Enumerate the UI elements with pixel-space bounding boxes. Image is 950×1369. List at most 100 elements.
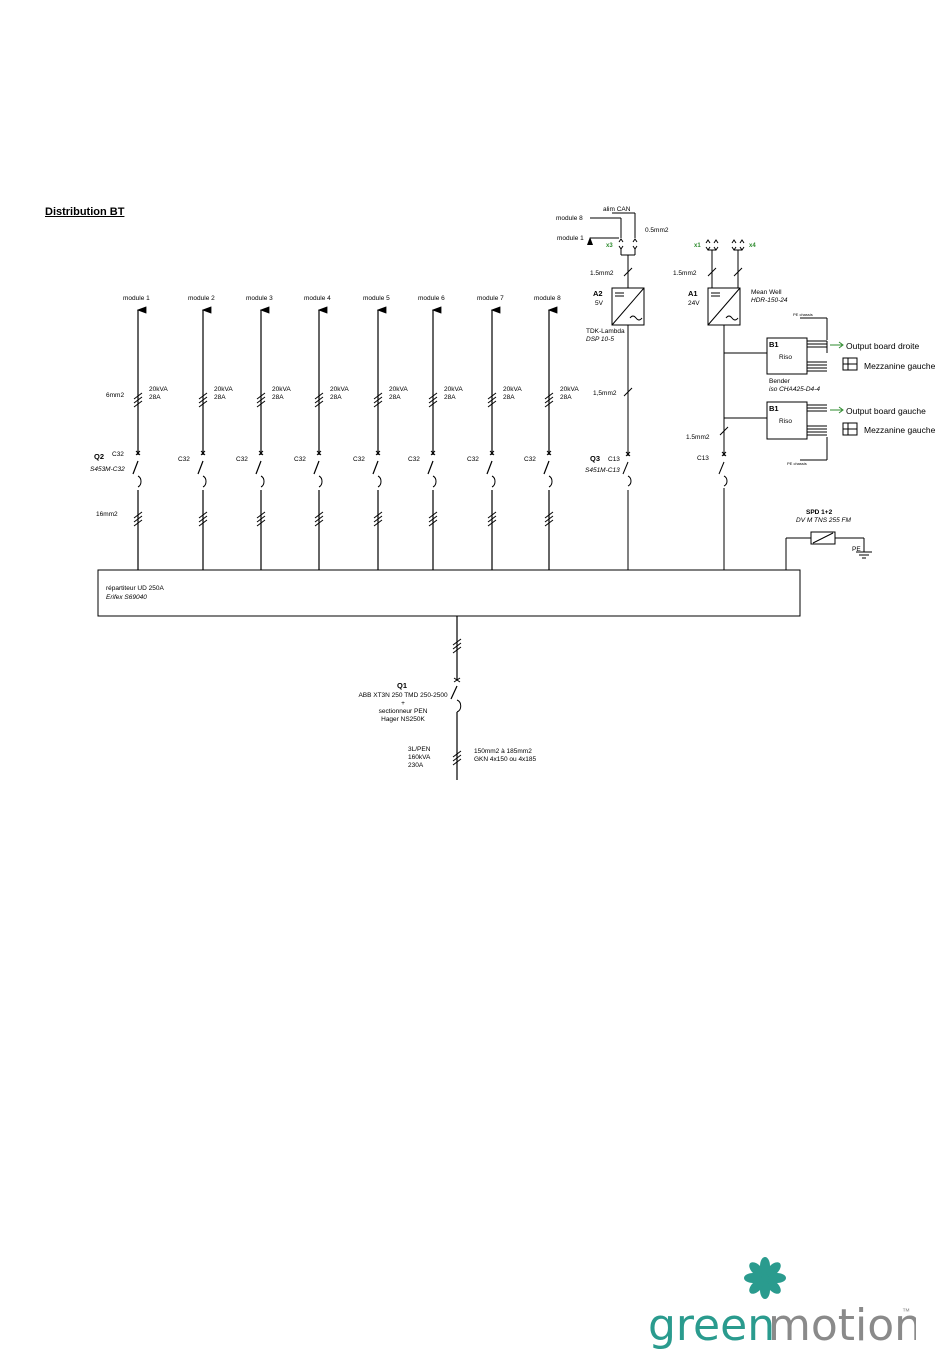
supply-cable2: GKN 4x150 ou 4x185 bbox=[474, 756, 537, 763]
main-cable-ticks bbox=[452, 638, 462, 654]
a1-maker: Mean Well bbox=[751, 289, 782, 296]
b1-upper-tag: B1 bbox=[769, 340, 779, 349]
module-breaker: C32 bbox=[467, 456, 479, 463]
b1-lower-outputs bbox=[807, 404, 858, 436]
module-current: 28A bbox=[503, 394, 515, 401]
module-label: module 7 bbox=[477, 295, 504, 302]
logo-word-motion: motion bbox=[768, 1300, 916, 1350]
b1-upper-device bbox=[766, 337, 808, 375]
q3-rating: C13 bbox=[608, 456, 620, 463]
a1-branch-rating: C13 bbox=[697, 455, 709, 462]
module-breaker: C32 bbox=[178, 456, 190, 463]
module-breaker: C32 bbox=[236, 456, 248, 463]
module-label: module 8 bbox=[534, 295, 561, 302]
module-breaker: C32 bbox=[112, 451, 124, 458]
q1-line2: + bbox=[401, 700, 405, 707]
green-motion-logo: green motion ™ bbox=[648, 1257, 916, 1350]
logo-word-green: green bbox=[648, 1300, 775, 1350]
module-power: 20kVA bbox=[444, 386, 463, 393]
logo-flower-icon bbox=[744, 1257, 786, 1299]
a2-voltage: 5V bbox=[595, 300, 604, 307]
module-power: 20kVA bbox=[389, 386, 408, 393]
supply-cable-ticks bbox=[452, 750, 462, 766]
module-current: 28A bbox=[444, 394, 456, 401]
a1-model: HDR-150-24 bbox=[751, 297, 788, 304]
q3-breaker-symbol bbox=[622, 450, 633, 490]
module-label: module 2 bbox=[188, 295, 215, 302]
spd-tag: SPD 1+2 bbox=[806, 509, 833, 516]
logo-trademark: ™ bbox=[902, 1307, 910, 1316]
x3-connector bbox=[618, 238, 638, 256]
a2-cable: 1.5mm2 bbox=[590, 270, 614, 277]
output-4-label: Mezzanine gauche bbox=[864, 425, 936, 435]
module-power: 20kVA bbox=[149, 386, 168, 393]
module-label: module 6 bbox=[418, 295, 445, 302]
module-current: 28A bbox=[330, 394, 342, 401]
q2-ref: S453M-C32 bbox=[90, 466, 125, 473]
a2-maker: TDK-Lambda bbox=[586, 328, 625, 335]
module-label: module 4 bbox=[304, 295, 331, 302]
b1-maker: Bender bbox=[769, 378, 791, 385]
b1-upper-pe: PE chassis bbox=[793, 312, 813, 317]
x1-label: x1 bbox=[694, 243, 701, 249]
page-title: Distribution BT bbox=[45, 206, 125, 218]
a1-cable: 1.5mm2 bbox=[673, 270, 697, 277]
busbar-name: répartiteur UD 250A bbox=[106, 585, 164, 592]
spd-model: DV M TNS 255 FM bbox=[796, 517, 851, 524]
a1-tag: A1 bbox=[688, 289, 698, 298]
q3-ref: S451M-C13 bbox=[585, 467, 620, 474]
b1-model: iso CHA425-D4-4 bbox=[769, 386, 820, 393]
busbar bbox=[97, 569, 801, 617]
a1-breaker-symbol bbox=[718, 448, 729, 488]
q1-breaker-symbol bbox=[450, 672, 462, 713]
b1-lower-pe: PE chassis bbox=[787, 461, 807, 466]
module-current: 28A bbox=[214, 394, 226, 401]
output-1-label: Output board droite bbox=[846, 341, 920, 351]
supply-line3: 230A bbox=[408, 762, 424, 769]
can-module8: module 8 bbox=[556, 215, 583, 222]
a2-model: DSP 10-5 bbox=[586, 336, 614, 343]
b1-lower-device bbox=[766, 401, 808, 440]
supply-line1: 3L/PEN bbox=[408, 746, 431, 753]
module-breaker: C32 bbox=[353, 456, 365, 463]
q1-line1: ABB XT3N 250 TMD 250-2500 bbox=[358, 692, 448, 699]
module-power: 20kVA bbox=[272, 386, 291, 393]
module-breaker: C32 bbox=[408, 456, 420, 463]
a1-power-supply bbox=[707, 287, 741, 326]
module-power: 20kVA bbox=[503, 386, 522, 393]
can-module1: module 1 bbox=[557, 235, 584, 242]
a2-tag: A2 bbox=[593, 289, 603, 298]
q2-tag: Q2 bbox=[94, 452, 104, 461]
spd-pe: PE bbox=[852, 546, 861, 553]
can-cable: 0.5mm2 bbox=[645, 227, 669, 234]
q3-cable: 1,5mm2 bbox=[593, 390, 617, 397]
x4-connector bbox=[731, 239, 745, 255]
q3-tag: Q3 bbox=[590, 454, 600, 463]
module-power: 20kVA bbox=[214, 386, 233, 393]
b1-lower-tag: B1 bbox=[769, 404, 779, 413]
b1-upper-outputs bbox=[807, 340, 858, 372]
module-label: module 1 bbox=[123, 295, 150, 302]
module-breaker: C32 bbox=[524, 456, 536, 463]
b1-lower-name: Riso bbox=[779, 418, 792, 425]
output-3-label: Output board gauche bbox=[846, 406, 926, 416]
supply-line2: 160kVA bbox=[408, 754, 431, 761]
a1-branch-cable: 1.5mm2 bbox=[686, 434, 710, 441]
q1-tag: Q1 bbox=[397, 681, 407, 690]
module-power: 20kVA bbox=[560, 386, 579, 393]
q1-line3: sectionneur PEN bbox=[379, 708, 428, 715]
x3-label: x3 bbox=[606, 243, 613, 249]
module-current: 28A bbox=[389, 394, 401, 401]
module-current: 28A bbox=[560, 394, 572, 401]
x1-connector bbox=[705, 239, 719, 255]
module-breaker: C32 bbox=[294, 456, 306, 463]
